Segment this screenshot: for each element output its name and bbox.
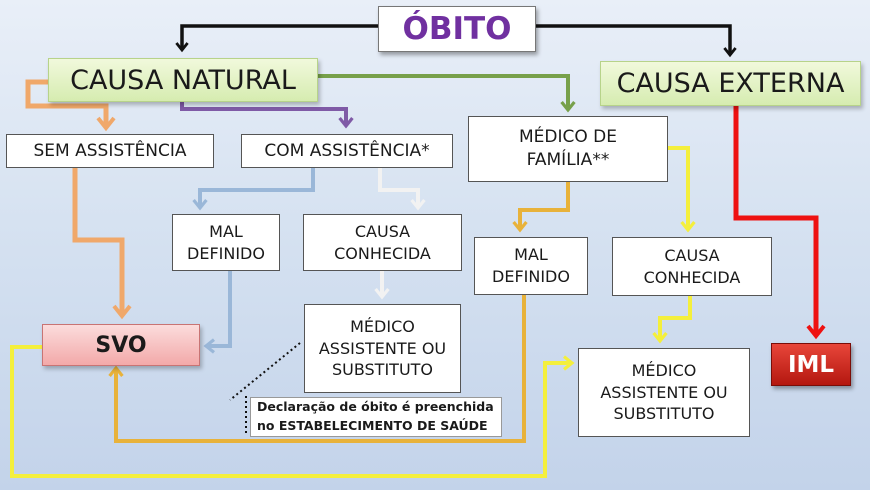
node-mal-definido-1: MAL DEFINIDO <box>172 214 280 271</box>
node-causa-externa-label: CAUSA EXTERNA <box>616 68 845 99</box>
arrow-natural-sem-assistencia <box>25 79 116 132</box>
node-svo: SVO <box>42 324 200 366</box>
node-mal-definido-2-line-1: MAL <box>514 245 548 265</box>
node-iml: IML <box>771 343 851 386</box>
node-medico-assistente-1: MÉDICO ASSISTENTE OU SUBSTITUTO <box>304 304 461 393</box>
node-causa-conhecida-2-line-2: CONHECIDA <box>643 267 741 287</box>
node-mal-definido-2-line-2: DEFINIDO <box>492 267 570 286</box>
arrow-natural-medico-familia <box>318 74 576 113</box>
note-declaracao-obito: Declaração de óbito é preenchida no ESTA… <box>250 397 502 437</box>
arrow-medico-familia-mal-definido <box>512 182 570 233</box>
obito-title: ÓBITO <box>378 6 536 52</box>
arrow-svo-loop-medico-assistente <box>10 345 575 478</box>
node-causa-conhecida-1-line-2: CONHECIDA <box>334 243 431 263</box>
node-mal-definido-1-line-1: MAL <box>209 221 243 241</box>
arrow-obito-externa <box>536 24 737 58</box>
obito-title-text: ÓBITO <box>402 11 512 47</box>
node-iml-label: IML <box>787 351 835 378</box>
node-medico-assistente-2-line-3: SUBSTITUTO <box>613 404 715 424</box>
node-causa-conhecida-2-line-1: CAUSA <box>664 245 720 265</box>
node-medico-assistente-2-line-1: MÉDICO <box>631 361 697 381</box>
arrow-mal-definido-svo-gold <box>108 295 526 443</box>
node-mal-definido-2: MAL DEFINIDO <box>474 237 588 295</box>
note-line-2: no ESTABELECIMENTO DE SAÚDE <box>257 418 488 433</box>
arrow-mal-definido-svo <box>203 271 232 354</box>
node-causa-natural: CAUSA NATURAL <box>48 58 318 102</box>
arrow-com-assistencia-causa-conhecida <box>378 168 426 211</box>
node-medico-familia-line-2: FAMÍLIA** <box>526 150 610 170</box>
node-causa-conhecida-2: CAUSA CONHECIDA <box>612 237 772 296</box>
arrow-sem-assistencia-svo <box>72 168 132 320</box>
node-medico-assistente-1-line-1: MÉDICO <box>350 317 415 337</box>
node-medico-assistente-1-line-3: SUBSTITUTO <box>331 360 434 380</box>
arrow-medico-familia-causa-conhecida <box>668 146 696 233</box>
arrow-obito-natural <box>175 24 378 53</box>
arrow-externa-iml <box>733 106 826 340</box>
node-svo-label: SVO <box>95 332 147 358</box>
node-mal-definido-1-line-2: DEFINIDO <box>187 243 265 263</box>
node-sem-assistencia: SEM ASSISTÊNCIA <box>6 134 214 168</box>
node-com-assistencia-label: COM ASSISTÊNCIA* <box>264 140 430 161</box>
node-causa-conhecida-1-line-1: CAUSA <box>354 221 411 241</box>
arrow-causa-conhecida-medico-assistente-2 <box>652 296 692 344</box>
node-causa-natural-label: CAUSA NATURAL <box>70 64 296 96</box>
node-sem-assistencia-label: SEM ASSISTÊNCIA <box>33 140 187 161</box>
node-medico-familia: MÉDICO DE FAMÍLIA** <box>468 116 668 182</box>
note-pointer-line <box>229 342 301 401</box>
node-causa-externa: CAUSA EXTERNA <box>600 61 861 106</box>
node-medico-assistente-1-line-2: ASSISTENTE OU <box>318 338 447 358</box>
node-com-assistencia: COM ASSISTÊNCIA* <box>241 134 453 168</box>
node-causa-conhecida-1: CAUSA CONHECIDA <box>303 214 462 271</box>
arrow-com-assistencia-mal-definido <box>192 168 315 211</box>
arrow-natural-com-assistencia <box>180 100 354 129</box>
node-medico-assistente-2: MÉDICO ASSISTENTE OU SUBSTITUTO <box>578 348 750 437</box>
node-medico-assistente-2-line-2: ASSISTENTE OU <box>600 382 728 402</box>
note-line-1: Declaração de óbito é preenchida <box>257 399 494 415</box>
node-medico-familia-line-1: MÉDICO DE <box>519 127 617 148</box>
